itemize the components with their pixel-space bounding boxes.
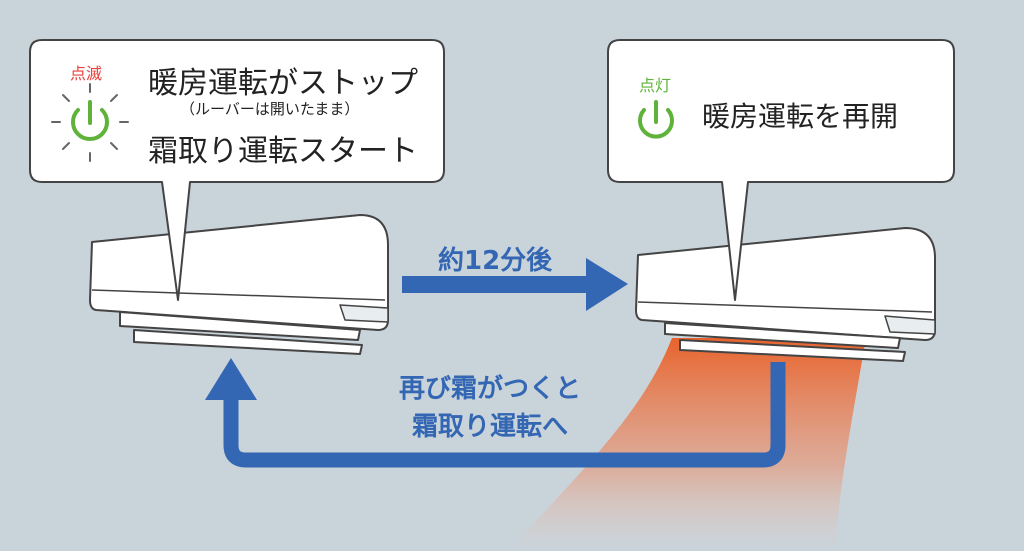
- return-label-line1: 再び霜がつくと: [399, 374, 582, 404]
- lit-indicator-label: 点灯: [639, 76, 672, 95]
- return-label-line2: 霜取り運転へ: [412, 412, 569, 442]
- left-ac-unit: [89, 214, 389, 355]
- power-blinking-icon: [51, 83, 129, 162]
- right-ac-unit: [635, 227, 936, 362]
- heating-resume-text: 暖房運転を再開: [702, 100, 899, 133]
- return-arrowhead: [205, 358, 257, 400]
- return-arrow-label: 再び霜がつくと 霜取り運転へ: [399, 370, 581, 446]
- defrost-start-text: 霜取り運転スタート: [148, 134, 418, 169]
- return-arrow: [223, 362, 786, 468]
- blinking-indicator-label: 点滅: [70, 64, 103, 83]
- forward-arrow-label: 約12分後: [438, 246, 553, 276]
- left-speech-bubble: [29, 39, 445, 301]
- heating-stop-text: 暖房運転がストップ: [148, 66, 418, 101]
- forward-arrow: [402, 258, 628, 311]
- louver-note-text: （ルーバーは開いたまま）: [180, 100, 360, 118]
- right-speech-bubble: [607, 39, 955, 301]
- power-icon: [638, 100, 674, 139]
